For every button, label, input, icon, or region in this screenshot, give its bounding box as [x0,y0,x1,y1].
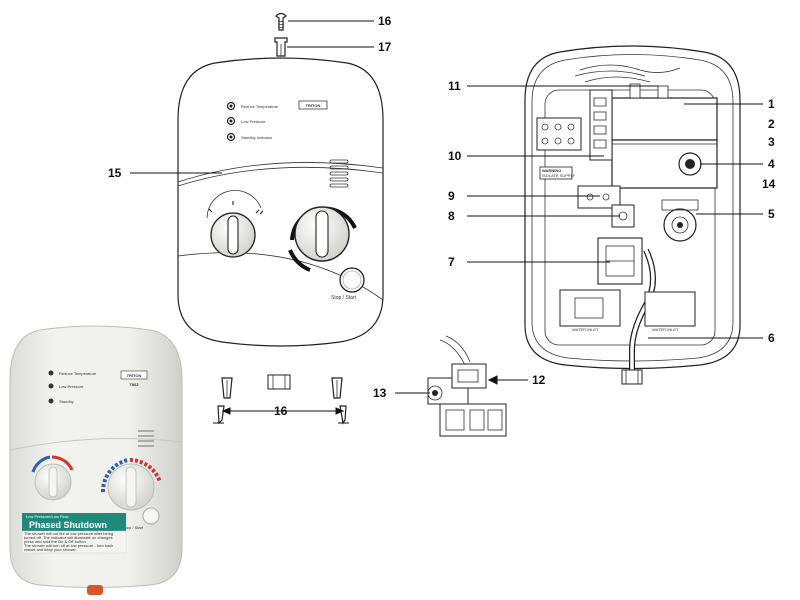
terminal-block [536,117,582,151]
svg-text:TRITON: TRITON [306,103,321,108]
indicator-label-reduce-temp: Reduce Temperature [241,104,279,109]
bottom-left-wall-plug [221,377,233,399]
front-cover [177,57,384,347]
callout-15: 15 [108,166,122,180]
pressure-relief-assembly [427,335,507,437]
callout-14: 14 [762,177,776,191]
solenoid-valve [597,237,643,285]
svg-text:Stop / Start: Stop / Start [123,525,144,530]
svg-text:T80Z: T80Z [129,382,139,387]
callout-13: 13 [373,386,387,400]
svg-text:The shower will not fire at lo: The shower will not fire at low pressure… [24,531,113,536]
svg-text:Phased Shutdown: Phased Shutdown [29,520,107,530]
photo-outlet [87,585,103,595]
cover-outlet-nut [267,374,291,390]
indicator-reduce-temperature: Reduce Temperature [226,101,279,111]
callout-10: 10 [448,149,462,163]
svg-text:Standby: Standby [59,399,74,404]
callout-16-bottom: 16 [274,404,288,418]
water-inlet-right: WATER INLET [644,291,696,332]
cable-clamp [577,185,621,209]
photo-stop-start-button: Stop / Start [123,507,160,530]
indicator-low-pressure: Low Pressure [226,116,266,126]
vent-grille [329,159,349,188]
svg-text:Low Pressure/Low Flow: Low Pressure/Low Flow [26,514,69,519]
brand-logo: TRITON [298,100,328,110]
photo-indicator-low-pressure: Low Pressure [48,383,84,389]
bottom-left-screw [213,405,225,425]
svg-text:restart and keep your shower.: restart and keep your shower. [24,547,77,552]
svg-text:ISOLATE SUPPLY: ISOLATE SUPPLY [542,173,576,178]
svg-text:WARNING: WARNING [542,168,561,173]
svg-text:TRITON: TRITON [127,373,142,378]
callout-5: 5 [768,207,775,221]
callout-9: 9 [448,189,455,203]
callout-4: 4 [768,157,775,171]
callout-labels: 16 17 15 16 11 10 9 8 7 1 2 3 4 14 5 6 1… [108,14,776,418]
internal-outlet-nut [621,369,643,385]
photo-indicator-standby: Standby [48,398,74,404]
svg-text:WATER INLET: WATER INLET [652,327,679,332]
svg-text:press and hold the On & Off bu: press and hold the On & Off button. [24,539,87,544]
svg-text:Reduce Temperature: Reduce Temperature [59,371,97,376]
top-wall-plug [274,37,288,57]
stop-start-label: Stop / Start [331,295,357,301]
indicator-standby: Standby Indicator [226,132,273,142]
photo-temperature-knob [100,458,162,511]
bottom-right-wall-plug [331,377,343,399]
water-inlet-left: WATER INLET [559,289,621,332]
top-screw [275,12,287,31]
pcb-board [589,89,613,161]
temperature-knob [288,206,357,272]
svg-text:WATER INLET: WATER INLET [572,327,599,332]
unit-photo: Reduce Temperature Low Pressure Standby … [9,325,183,595]
photo-vent-grille [138,430,154,447]
callout-3: 3 [768,135,775,149]
callout-6: 6 [768,331,775,345]
warning-label: WARNING ISOLATE SUPPLY [539,166,576,180]
phased-shutdown-label: Low Pressure/Low Flow Phased Shutdown Th… [21,513,127,554]
callout-2: 2 [768,117,775,131]
photo-indicator-reduce-temperature: Reduce Temperature [48,370,97,376]
svg-text:The shower will turn off at lo: The shower will turn off at low pressure… [24,543,113,548]
photo-brand-logo: TRITON T80Z [120,370,148,387]
leader-lines [130,20,763,415]
callout-16-top: 16 [378,14,392,28]
indicator-label-low-pressure: Low Pressure [241,119,266,124]
callout-1: 1 [768,97,775,111]
svg-text:turned off. The indicator will: turned off. The indicator will illuminat… [24,535,113,540]
callout-12: 12 [532,373,546,387]
power-selector-knob [206,189,264,258]
callout-7: 7 [448,255,455,269]
stop-start-button: Stop / Start [331,267,365,301]
internal-view: WARNING ISOLATE SUPPLY [524,45,741,385]
flow-valve [661,199,699,242]
callout-8: 8 [448,209,455,223]
callout-17: 17 [378,40,392,54]
heater-tank [611,83,718,189]
indicator-label-standby: Standby Indicator [241,135,273,140]
bottom-right-screw [338,405,349,425]
photo-power-knob [31,455,74,501]
callout-11: 11 [448,79,461,93]
svg-text:Low Pressure: Low Pressure [59,384,84,389]
